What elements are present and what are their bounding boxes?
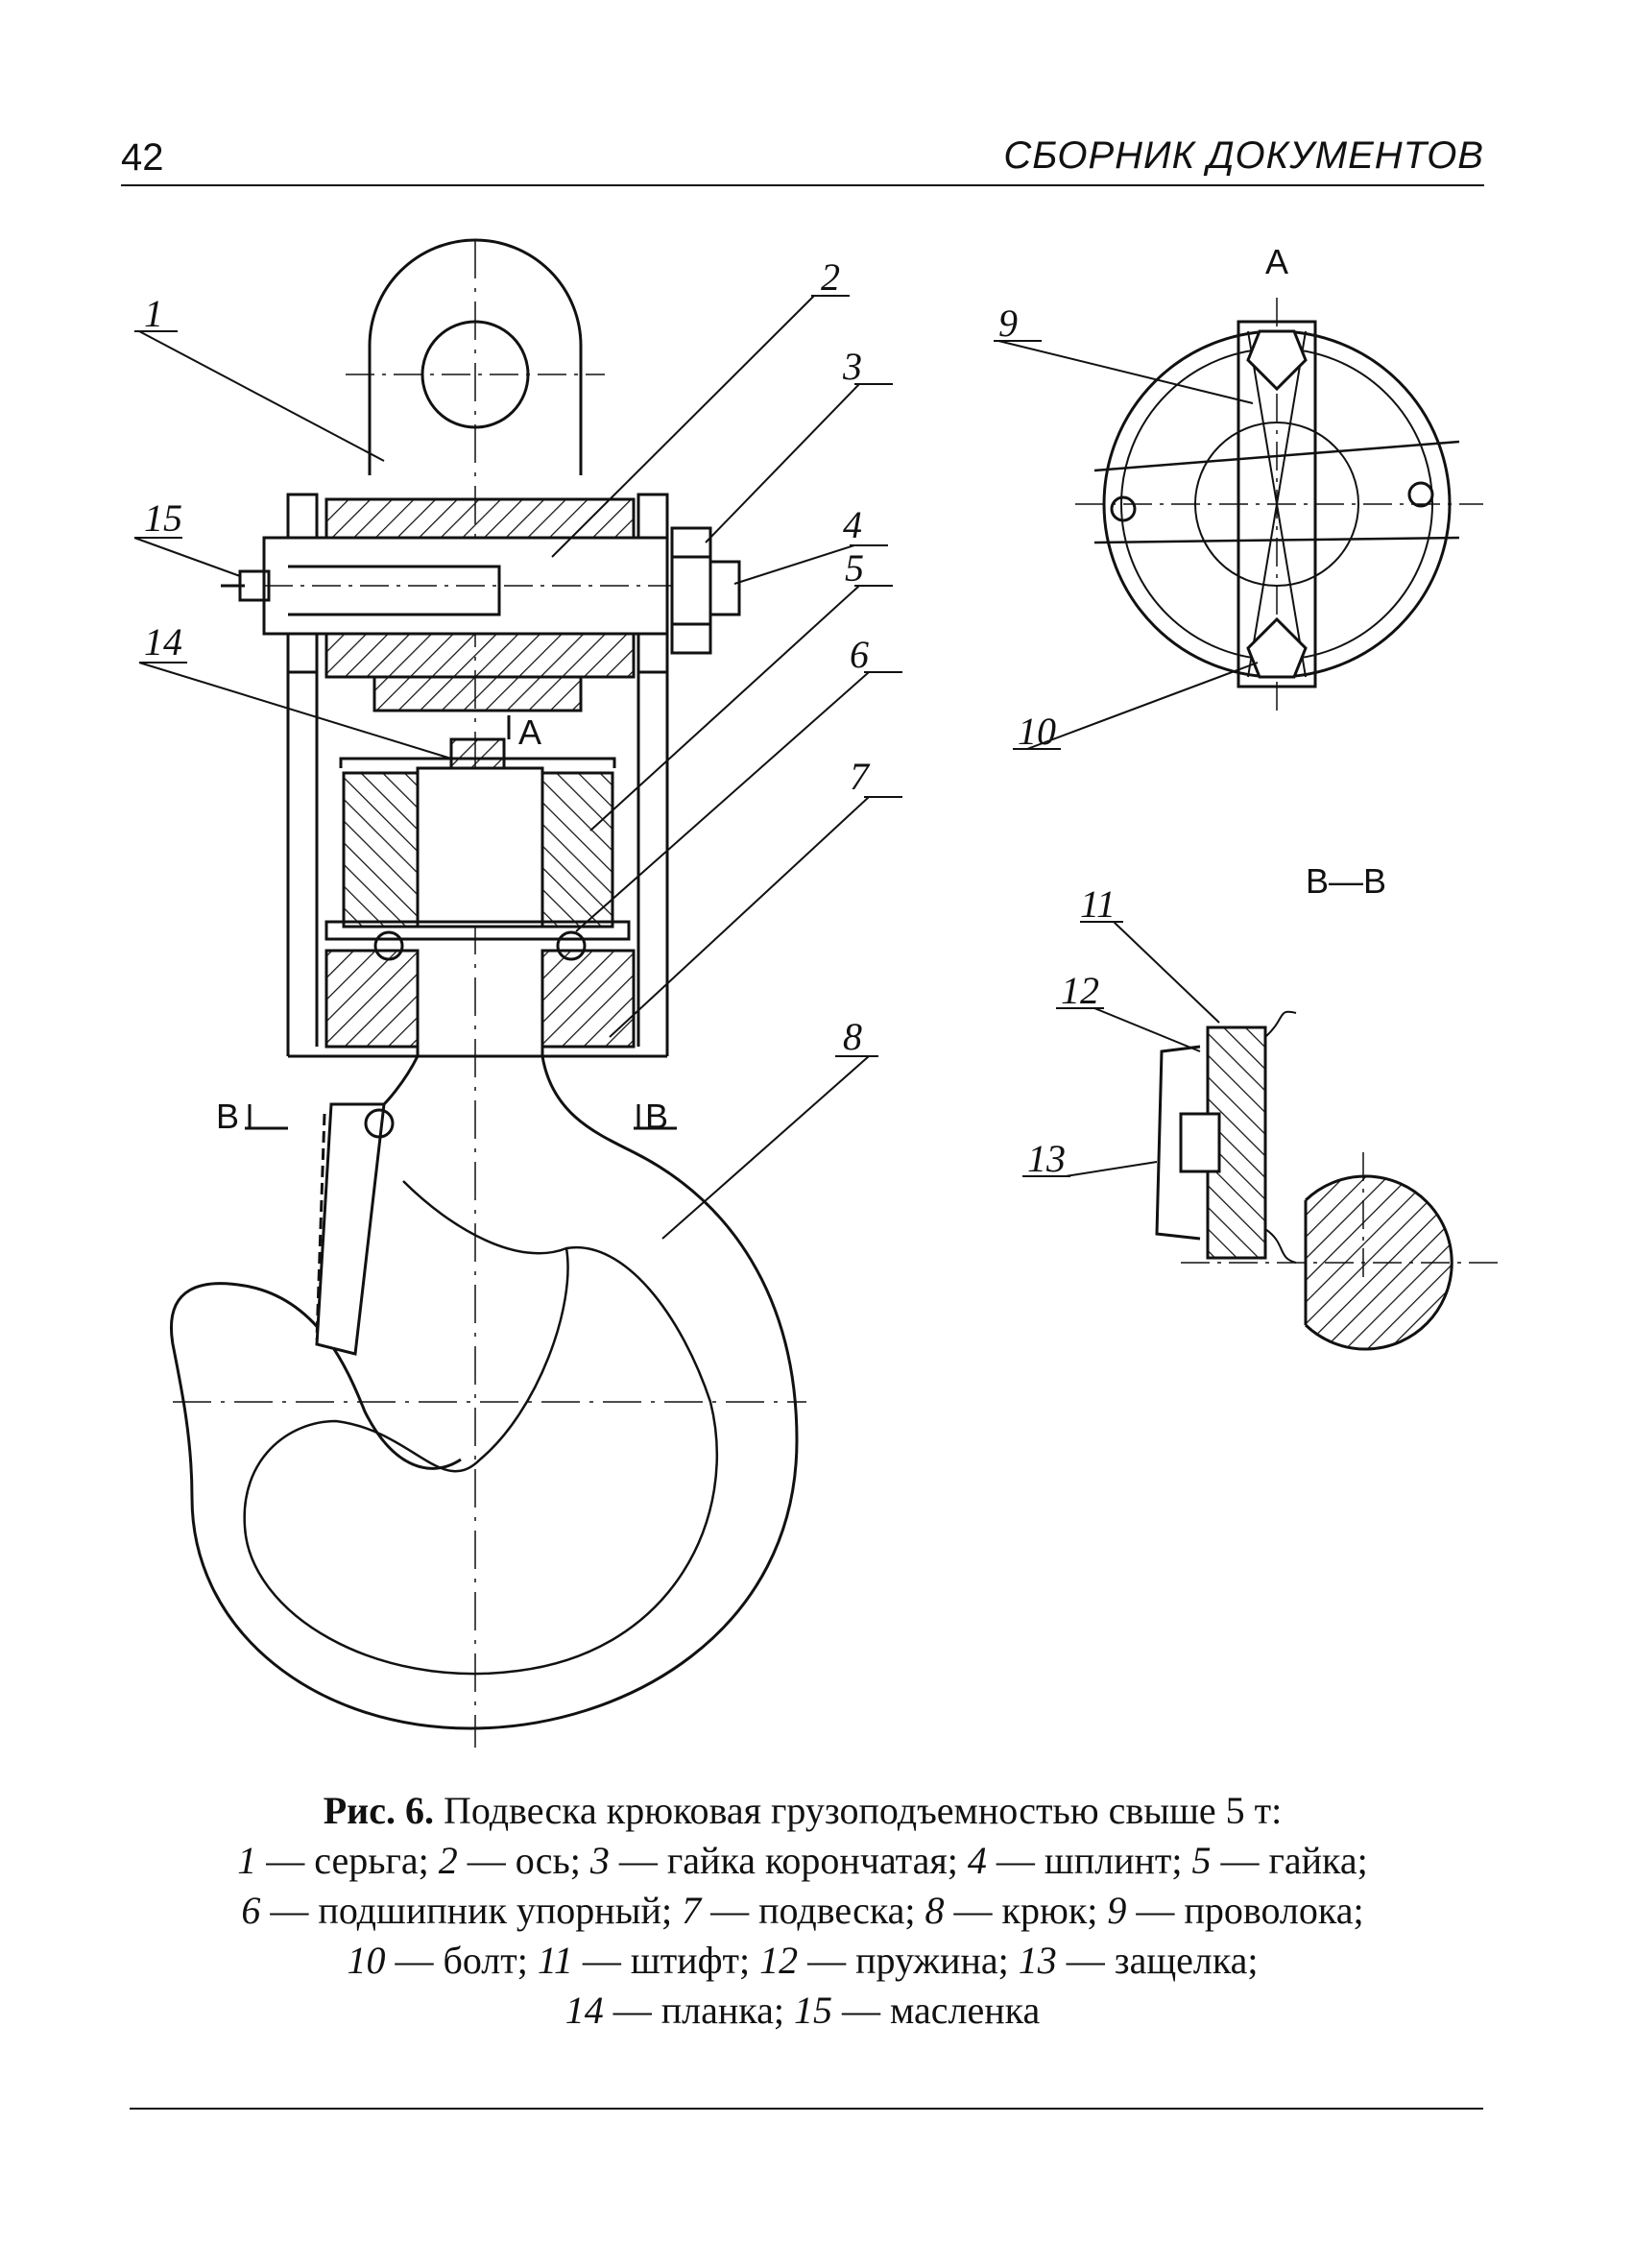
callout-7: 7 [850,755,871,798]
caption-line-5: 14 — планка; 15 — масленка [121,1986,1484,2036]
callout-5: 5 [845,546,864,590]
item-num: 2 [438,1839,458,1882]
caption-title-line: Рис. 6. Подвеска крюковая грузоподъемнос… [121,1786,1484,1836]
item-num: 14 [564,1989,604,2032]
callout-4: 4 [843,503,862,546]
caption-title: Подвеска крюковая грузоподъемностью свыш… [433,1789,1283,1832]
item-text: — ось; [457,1839,590,1882]
callout-10: 10 [1018,710,1056,753]
page-number: 42 [121,136,164,179]
item-text: — гайка корончатая; [609,1839,968,1882]
item-num: 13 [1018,1939,1057,1982]
item-text: — масленка [831,1989,1041,2032]
item-num: 10 [347,1939,386,1982]
caption-label: Рис. 6. [323,1789,434,1832]
item-num: 6 [241,1889,261,1932]
item-num: 11 [537,1939,573,1982]
header-rule [121,184,1484,186]
item-text: — болт; [385,1939,538,1982]
view-a [1075,298,1483,715]
callout-14: 14 [144,620,182,664]
caption-line-4: 10 — болт; 11 — штифт; 12 — пружина; 13 … [121,1936,1484,1986]
leader-lines [133,295,902,1240]
view-a-leaders [994,340,1259,750]
item-text: — серьга; [256,1839,439,1882]
figure-caption: Рис. 6. Подвеска крюковая грузоподъемнос… [121,1786,1484,2036]
section-bb [1155,1010,1498,1351]
caption-line-2: 1 — серьга; 2 — ось; 3 — гайка корончата… [121,1836,1484,1886]
section-mark-left: В [216,1097,239,1136]
view-a-label: А [1265,242,1288,281]
footer-rule [130,2108,1483,2110]
item-text: — проволока; [1126,1889,1364,1932]
section-mark-right: В [645,1097,668,1136]
main-view [170,238,806,1748]
item-num: 3 [589,1839,610,1882]
item-text: — пружина; [798,1939,1019,1982]
item-text: — штифт; [572,1939,760,1982]
callout-1: 1 [144,292,163,335]
item-text: — защелка; [1056,1939,1259,1982]
item-text: — крюк; [944,1889,1108,1932]
callout-15: 15 [144,496,182,540]
item-text: — подшипник упорный; [260,1889,683,1932]
item-num: 12 [759,1939,799,1982]
callout-9: 9 [998,302,1018,345]
item-num: 15 [793,1989,832,2032]
running-title: СБОРНИК ДОКУМЕНТОВ [1003,134,1484,177]
view-a-marker: А [518,712,541,752]
item-text: — шплинт; [986,1839,1192,1882]
item-text: — гайка; [1211,1839,1368,1882]
item-num: 5 [1191,1839,1212,1882]
item-num: 4 [967,1839,987,1882]
item-text: — планка; [603,1989,794,2032]
view-labels: А А В—В В В [216,242,1386,1136]
item-num: 1 [237,1839,257,1882]
caption-line-3: 6 — подшипник упорный; 7 — подвеска; 8 —… [121,1886,1484,1936]
callout-12: 12 [1061,969,1099,1012]
callout-6: 6 [850,633,869,676]
callout-8: 8 [843,1015,862,1058]
callout-2: 2 [821,255,840,299]
callout-11: 11 [1080,882,1116,926]
item-num: 9 [1107,1889,1127,1932]
item-text: — подвеска; [701,1889,925,1932]
callout-13: 13 [1027,1137,1066,1180]
section-bb-title: В—В [1306,861,1386,901]
item-num: 7 [682,1889,702,1932]
section-bb-leaders [1022,921,1220,1177]
callout-3: 3 [842,345,862,388]
item-num: 8 [925,1889,945,1932]
callout-labels: 1 2 3 4 5 6 7 8 9 10 11 12 13 14 15 [144,255,1116,1180]
